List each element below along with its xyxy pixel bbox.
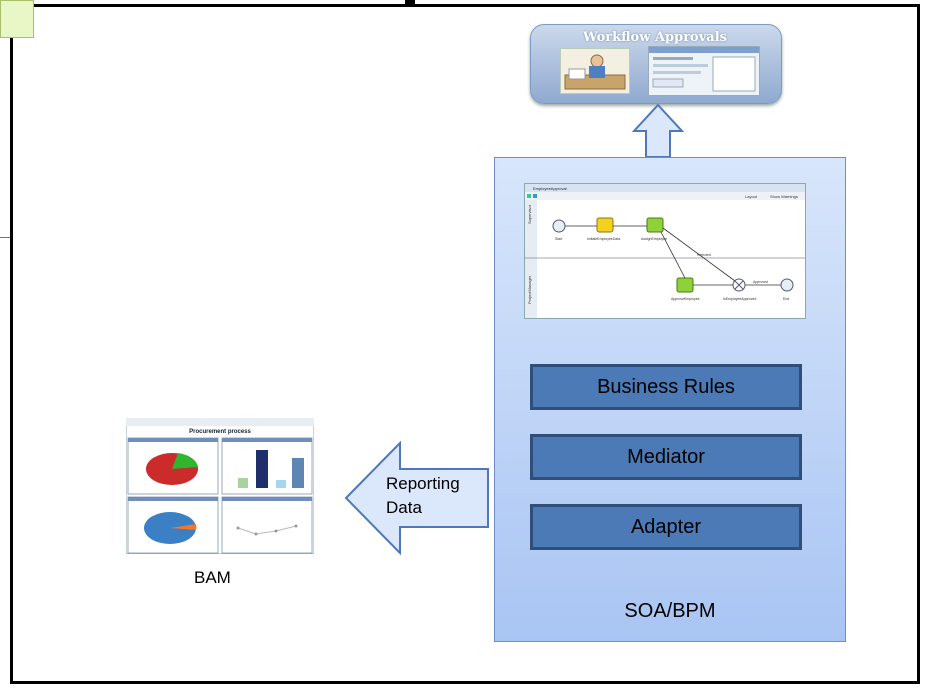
node-approve: ApproveEmployee: [671, 297, 700, 301]
divider-line: [0, 237, 10, 238]
workflow-form-image: [648, 46, 760, 96]
node-initiate: InitiateEmployeeData: [587, 237, 620, 241]
bpmn-toolbar-warnings: Show Warnings: [770, 194, 798, 199]
reporting-line2: Data: [386, 498, 422, 517]
node-assign: AssignEmployee: [641, 237, 667, 241]
node-start: Start: [555, 237, 562, 241]
lane-supervisor: Supervisor: [527, 204, 532, 224]
bam-title: Procurement process: [189, 429, 251, 435]
business-rules-layer: Business Rules: [530, 364, 802, 410]
edge-rejected: Rejected: [697, 253, 711, 257]
bam-label: BAM: [194, 568, 231, 587]
reporting-data-label: Reporting Data: [386, 472, 460, 520]
soa-bpm-label: SOA/BPM: [624, 600, 716, 622]
bpmn-process-screenshot: EmployeeApproval Layout Show Warnings Su…: [524, 183, 806, 319]
reporting-line1: Reporting: [386, 474, 460, 493]
node-is-approved: IsEmployeeApproved: [723, 297, 756, 301]
bpmn-toolbar-layout: Layout: [745, 194, 758, 199]
up-arrow: [632, 103, 684, 158]
title-fragment: [405, 0, 415, 4]
reporting-left-arrow: [344, 441, 489, 555]
mediator-layer: Mediator: [530, 434, 802, 480]
adapter-layer: Adapter: [530, 504, 802, 550]
slide-thumbnail-fragment: [0, 0, 34, 38]
node-end: End: [783, 297, 789, 301]
edge-approved: Approved: [753, 280, 768, 284]
bpmn-title: EmployeeApproval: [533, 186, 567, 191]
lane-project-manager: ProjectManager: [527, 275, 532, 304]
bam-dashboard-image: Procurement process: [125, 417, 315, 555]
workflow-user-image: [560, 48, 630, 94]
workflow-approvals-title: Workflow Approvals: [583, 30, 727, 45]
